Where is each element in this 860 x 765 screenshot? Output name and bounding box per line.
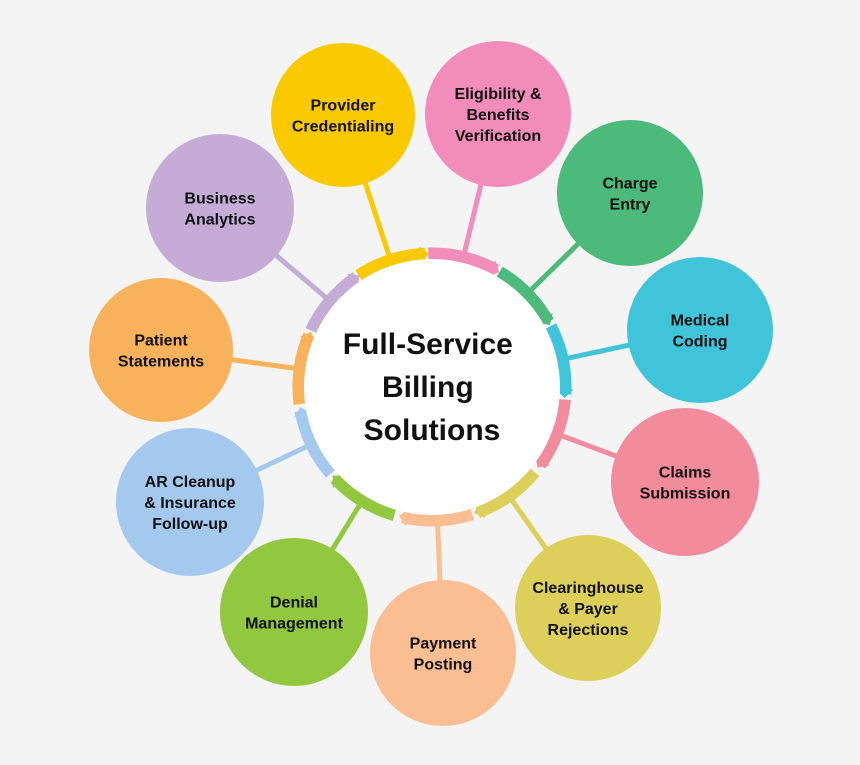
ring-arrow-clearinghouse-payer-rejections	[474, 502, 486, 518]
node-circle-medical-coding	[627, 257, 773, 403]
ring-arrow-ar-cleanup-insurance-follow-up	[293, 407, 311, 418]
connector-eligibility-benefits-verification	[461, 182, 484, 254]
ring-segment-eligibility-benefits-verification	[428, 247, 500, 277]
ring-arrow-provider-credentialing	[419, 246, 429, 263]
node-label-line: Payment	[410, 636, 477, 653]
node-label-line: Rejections	[548, 622, 629, 639]
connector-charge-entry	[528, 240, 582, 293]
node-circle-business-analytics	[146, 134, 294, 282]
node-circle-eligibility-benefits-verification	[425, 41, 571, 187]
center-hub: Full-Service Billing Solutions	[304, 259, 560, 515]
ring-segment-payment-posting	[401, 507, 475, 527]
node-circle-payment-posting	[370, 580, 516, 726]
connector-denial-management	[329, 502, 363, 552]
connector-clearinghouse-payer-rejections	[509, 497, 550, 552]
node-label-line: Submission	[640, 486, 731, 503]
connector-medical-coding	[565, 342, 632, 361]
ring-segment-ar-cleanup-insurance-follow-up	[294, 409, 337, 478]
node-label-line: Credentialing	[292, 119, 394, 136]
node-circle-ar-cleanup-insurance-follow-up	[116, 428, 264, 576]
node-label-line: Patient	[134, 333, 188, 350]
connector-claims-submission	[559, 432, 619, 460]
ring-arrow-payment-posting	[398, 509, 410, 527]
ring-segments	[292, 246, 574, 527]
node-label-line: Statements	[118, 354, 204, 371]
ring-segment-charge-entry	[495, 266, 554, 326]
ring-segment-denial-management	[330, 473, 397, 521]
node-label-line: Charge	[602, 176, 657, 193]
node-label-line: Posting	[414, 657, 473, 674]
node-label-line: Denial	[270, 595, 318, 612]
node-label-line: AR Cleanup	[145, 474, 236, 491]
node-label-line: Verification	[455, 128, 541, 145]
ring-arrow-denial-management	[332, 475, 345, 488]
connector-provider-credentialing	[362, 180, 392, 258]
node-label-line: Entry	[610, 197, 651, 214]
center-title: Full-Service Billing Solutions	[343, 328, 521, 447]
node-circle-claims-submission	[611, 408, 759, 556]
ring-arrow-patient-statements	[299, 331, 316, 343]
connector-business-analytics	[273, 252, 329, 301]
ring-segment-business-analytics	[305, 272, 361, 334]
node-label-line: Medical	[671, 313, 730, 330]
node-circle-denial-management	[220, 538, 368, 686]
ring-segment-claims-submission	[534, 398, 571, 469]
node-label-line: Clearinghouse	[532, 580, 643, 597]
ring-arrow-medical-coding	[556, 389, 574, 399]
node-circle-patient-statements	[89, 278, 233, 422]
ring-segment-clearinghouse-payer-rejections	[475, 467, 540, 519]
ring-segment-provider-credentialing	[355, 247, 426, 282]
node-circle-charge-entry	[557, 120, 703, 266]
node-circle-clearinghouse-payer-rejections	[515, 535, 661, 681]
center-circle	[304, 259, 560, 515]
node-label-line: Claims	[659, 465, 712, 482]
node-label-line: & Payer	[558, 601, 618, 618]
node-label-line: Business	[184, 191, 255, 208]
ring-segment-medical-coding	[544, 323, 572, 395]
connector-payment-posting	[435, 524, 443, 583]
node-label-line: Coding	[672, 334, 727, 351]
center-title-line-1: Full-Service	[343, 328, 513, 361]
node-label-line: Provider	[311, 98, 376, 115]
center-title-line-2: Billing	[382, 371, 474, 404]
center-title-line-3: Solutions	[364, 414, 501, 447]
connector-lines	[230, 180, 632, 583]
node-label-line: & Insurance	[144, 495, 236, 512]
ring-arrow-eligibility-benefits-verification	[487, 260, 500, 276]
node-label-line: Management	[245, 616, 343, 633]
node-label-line: Analytics	[184, 212, 255, 229]
ring-arrow-claims-submission	[535, 455, 550, 468]
node-circle-provider-credentialing	[271, 43, 415, 187]
connector-ar-cleanup-insurance-follow-up	[253, 443, 309, 474]
node-label-line: Benefits	[466, 107, 529, 124]
node-label-line: Eligibility &	[454, 86, 542, 103]
node-label-line: Follow-up	[152, 516, 228, 533]
ring-segment-patient-statements	[292, 332, 316, 405]
connector-patient-statements	[230, 356, 297, 371]
